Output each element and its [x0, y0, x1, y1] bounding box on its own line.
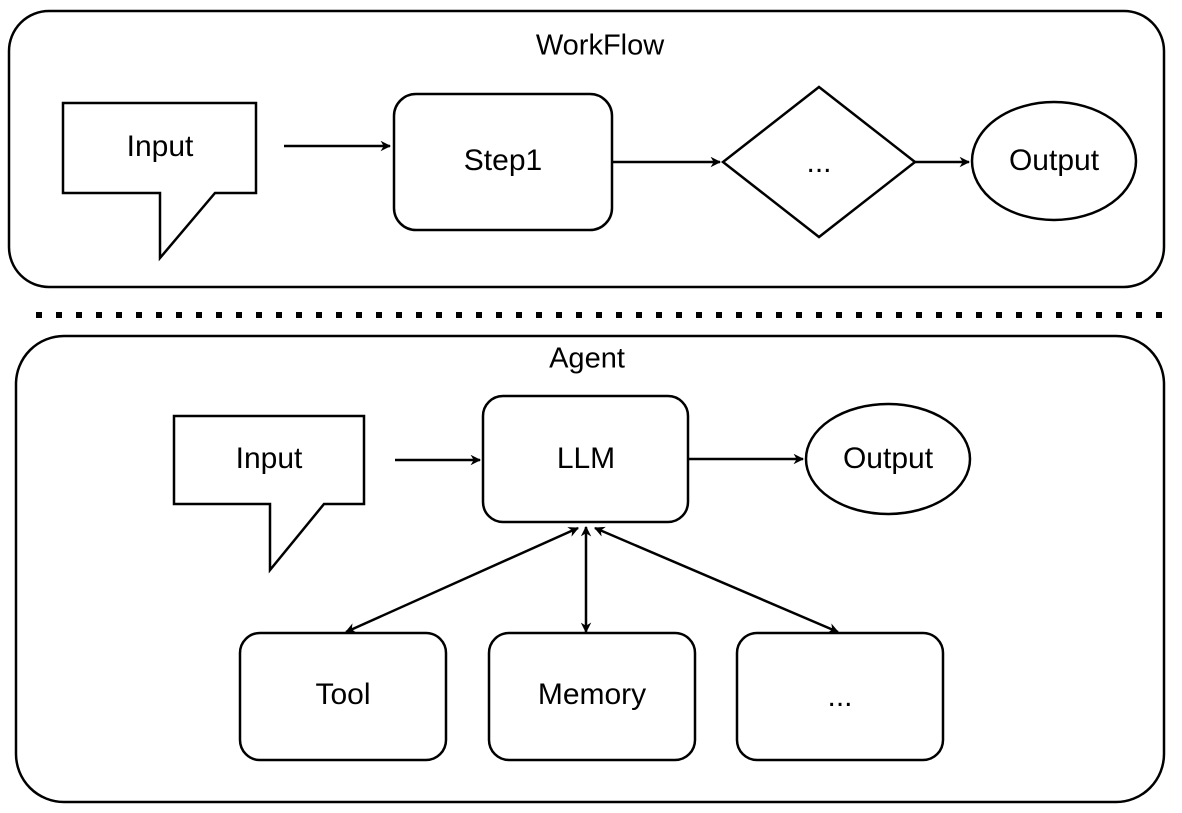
agent-other-node: ...	[735, 631, 945, 762]
workflow-step-label: Step1	[464, 144, 542, 177]
workflow-output-ellipse	[970, 100, 1138, 222]
agent-tool-label: Tool	[315, 678, 370, 711]
agent-input-label: Input	[236, 442, 303, 475]
workflow-panel: WorkFlow Input Step1 ... Output	[7, 9, 1166, 289]
agent-output-node: Output	[804, 402, 972, 516]
workflow-decision-node: ...	[720, 85, 918, 239]
agent-llm-node: LLM	[481, 394, 690, 524]
agent-other-label: ...	[827, 680, 852, 713]
agent-panel: Agent Input LLM Output Tool Memory ...	[14, 334, 1166, 804]
agent-memory-label: Memory	[538, 678, 646, 711]
workflow-input-node: Input	[61, 101, 258, 262]
workflow-decision-diamond	[720, 85, 918, 239]
agent-input-node: Input	[172, 414, 366, 574]
workflow-decision-label: ...	[806, 146, 831, 179]
workflow-input-label: Input	[127, 130, 194, 163]
workflow-output-node: Output	[970, 100, 1138, 222]
agent-input-callout-shape	[172, 414, 366, 574]
agent-output-ellipse	[804, 402, 972, 516]
workflow-step-node: Step1	[392, 92, 614, 232]
agent-other-box	[735, 631, 945, 762]
agent-tool-node: Tool	[238, 631, 448, 762]
agent-output-label: Output	[843, 442, 934, 475]
agent-tool-box	[238, 631, 448, 762]
agent-llm-label: LLM	[557, 442, 615, 475]
workflow-title: WorkFlow	[536, 30, 665, 62]
agent-memory-node: Memory	[487, 631, 697, 762]
workflow-output-label: Output	[1009, 144, 1100, 177]
agent-edge-llm-other	[594, 526, 839, 634]
agent-edge-llm-tool	[345, 526, 579, 634]
agent-title: Agent	[549, 343, 625, 375]
workflow-input-callout-shape	[61, 101, 258, 262]
agent-memory-box	[487, 631, 697, 762]
